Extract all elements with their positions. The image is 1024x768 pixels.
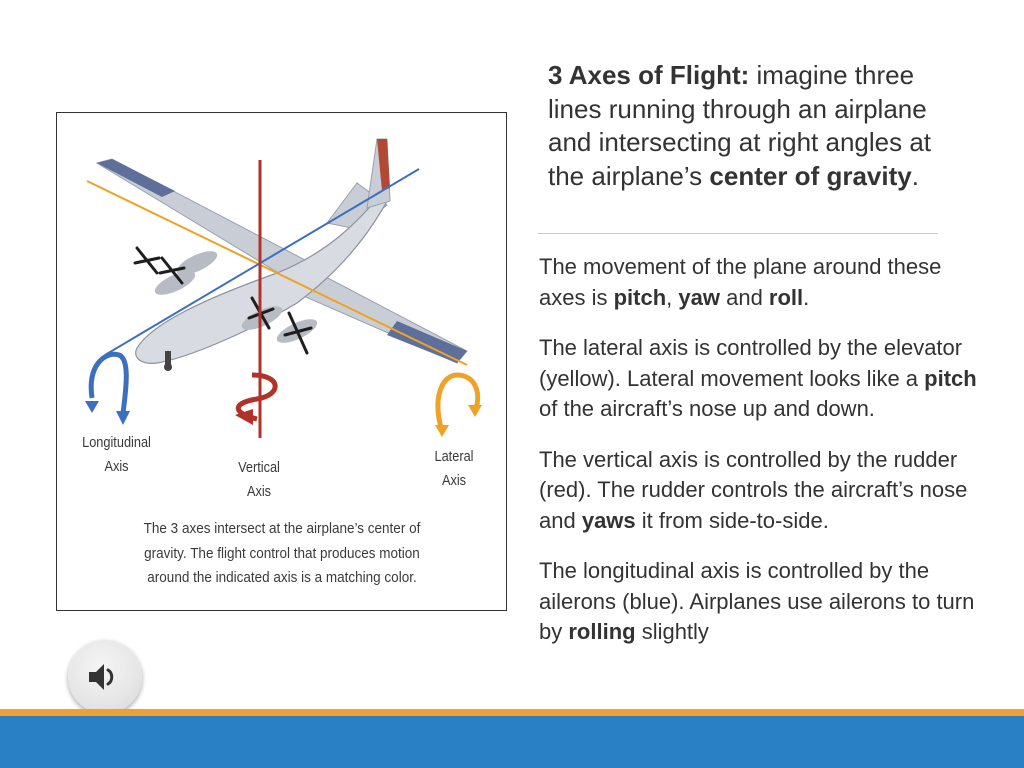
- speaker-icon: [89, 664, 114, 690]
- emphasis-term: rolling: [568, 619, 636, 644]
- roll-arrow: [85, 351, 130, 425]
- body-paragraph: The longitudinal axis is controlled by t…: [539, 556, 979, 648]
- lateral-axis-label: Lateral Axis: [434, 448, 474, 489]
- paragraph-text: The movement of the plane around these a…: [539, 254, 942, 310]
- title-text: imagine three lines running through an a…: [548, 60, 932, 191]
- paragraph-text: ,: [666, 284, 679, 310]
- pitch-arrow: [435, 372, 482, 437]
- engine: [176, 251, 218, 275]
- emphasis-term: yaw: [678, 284, 720, 310]
- emphasis-term: pitch: [924, 365, 977, 391]
- paragraph-text: slightly: [635, 619, 709, 644]
- title-bold-2: center of gravity: [709, 160, 912, 191]
- vertical-axis-label: Vertical Axis: [238, 459, 280, 500]
- emphasis-term: yaws: [581, 507, 636, 533]
- body-paragraph: The lateral axis is controlled by the el…: [539, 333, 979, 425]
- paragraph-text: of the aircraft’s nose up and down.: [539, 396, 875, 421]
- audio-button[interactable]: [68, 640, 142, 714]
- paragraph-text: The vertical axis is controlled by the r…: [539, 446, 968, 533]
- longitudinal-axis-line: [104, 168, 420, 356]
- landing-gear: [164, 351, 172, 371]
- body-text: The movement of the plane around these a…: [539, 252, 979, 710]
- paragraph-text: .: [803, 284, 810, 310]
- paragraph-text: it from side-to-side.: [635, 507, 829, 533]
- rudder: [377, 139, 390, 191]
- engine: [154, 271, 196, 295]
- figure-caption: The 3 axes intersect at the airplane’s c…: [143, 520, 421, 586]
- paragraph-text: The lateral axis is controlled by the el…: [539, 335, 963, 391]
- emphasis-term: roll: [768, 284, 804, 310]
- paragraph-text: and: [719, 284, 769, 310]
- title-end: .: [911, 160, 919, 191]
- body-paragraph: The vertical axis is controlled by the r…: [539, 445, 979, 537]
- longitudinal-axis-label: Longitudinal Axis: [82, 434, 151, 475]
- left-aileron: [97, 159, 175, 197]
- title-bold: 3 Axes of Flight:: [548, 60, 750, 90]
- body-paragraph: The movement of the plane around these a…: [539, 252, 979, 313]
- divider: [538, 233, 938, 234]
- paragraph-text: The longitudinal axis is controlled by t…: [539, 558, 975, 644]
- airplane-illustration: [85, 138, 482, 438]
- emphasis-term: pitch: [613, 284, 667, 310]
- right-aileron: [387, 321, 467, 363]
- lateral-axis-line: [86, 180, 468, 366]
- yaw-arrow: [235, 372, 278, 425]
- airplane-axes-figure: Longitudinal Axis Vertical Axis Lateral …: [56, 112, 507, 611]
- slide-title: 3 Axes of Flight: imagine three lines ru…: [548, 59, 968, 193]
- fuselage: [135, 191, 388, 364]
- footer-bar: [0, 716, 1024, 768]
- footer-accent-stripe: [0, 709, 1024, 716]
